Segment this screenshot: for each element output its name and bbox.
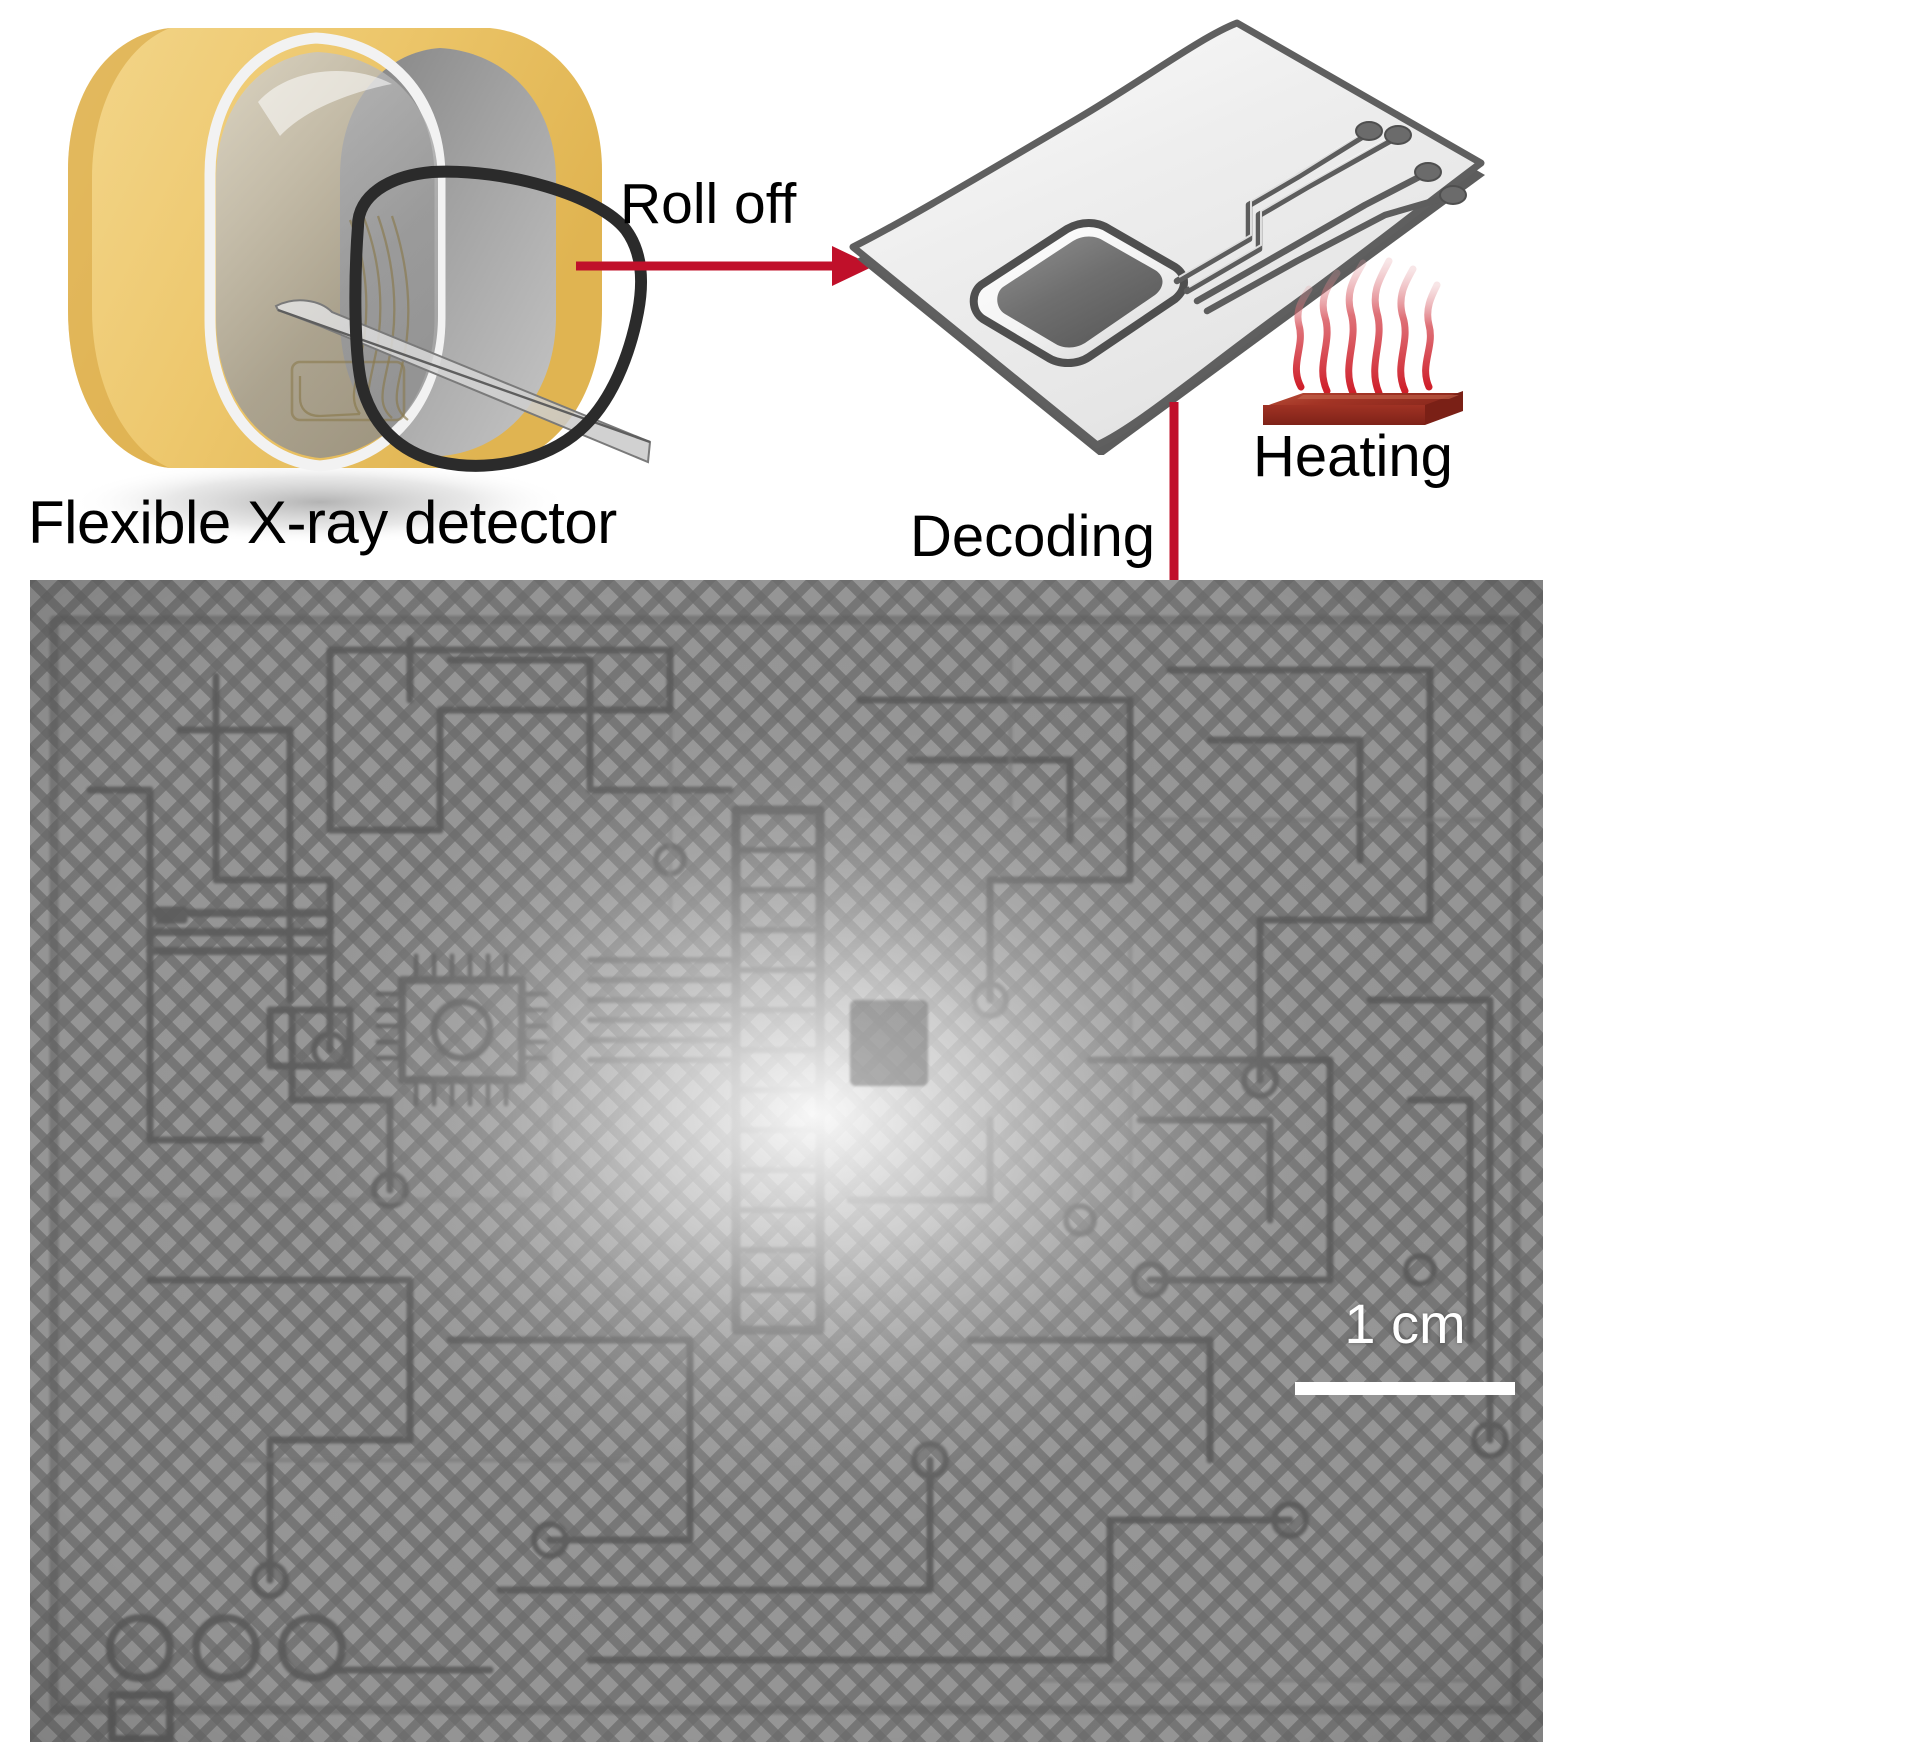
contact-pad xyxy=(1384,125,1412,145)
rolled-detector-illustration xyxy=(20,10,710,570)
flexible-detector-label: Flexible X-ray detector xyxy=(28,489,617,556)
detector-rim-highlight xyxy=(204,32,446,472)
contact-pad xyxy=(1355,121,1383,141)
contact-pads xyxy=(1355,121,1467,205)
contact-pad xyxy=(1439,185,1467,205)
hot-plate xyxy=(1263,391,1463,425)
heating-label: Heating xyxy=(1253,424,1453,489)
hot-plate-side xyxy=(1425,391,1463,425)
xray-vignette xyxy=(30,580,1543,1742)
flex-sheet-trace-highlights xyxy=(1178,130,1395,288)
hot-plate-body xyxy=(1263,405,1425,425)
detector-film-layer xyxy=(216,52,438,458)
flex-sheet-traces xyxy=(1173,131,1451,315)
decoding-label: Decoding xyxy=(910,504,1156,569)
flex-circuit-sheet-illustration xyxy=(845,15,1485,457)
detector-shadow xyxy=(70,460,570,544)
heating-illustration xyxy=(1245,255,1475,430)
xray-radiograph-panel xyxy=(30,580,1543,1742)
hot-plate-highlight xyxy=(1297,395,1459,399)
detector-unrolling-tab xyxy=(274,299,652,464)
detector-film-highlight xyxy=(258,71,392,136)
heat-wave-group xyxy=(1292,257,1441,397)
detector-sleeve-left-shade xyxy=(68,28,170,468)
detector-roi-outline xyxy=(349,165,648,472)
roll-off-label: Roll off xyxy=(620,172,797,236)
xray-film-grain xyxy=(30,580,1543,1742)
contact-pad xyxy=(1414,162,1442,182)
roll-off-arrow xyxy=(574,238,880,299)
detector-sensor-outline xyxy=(290,360,406,422)
sensor-pad-active-area xyxy=(997,236,1163,348)
sensor-pad-group xyxy=(969,219,1188,367)
